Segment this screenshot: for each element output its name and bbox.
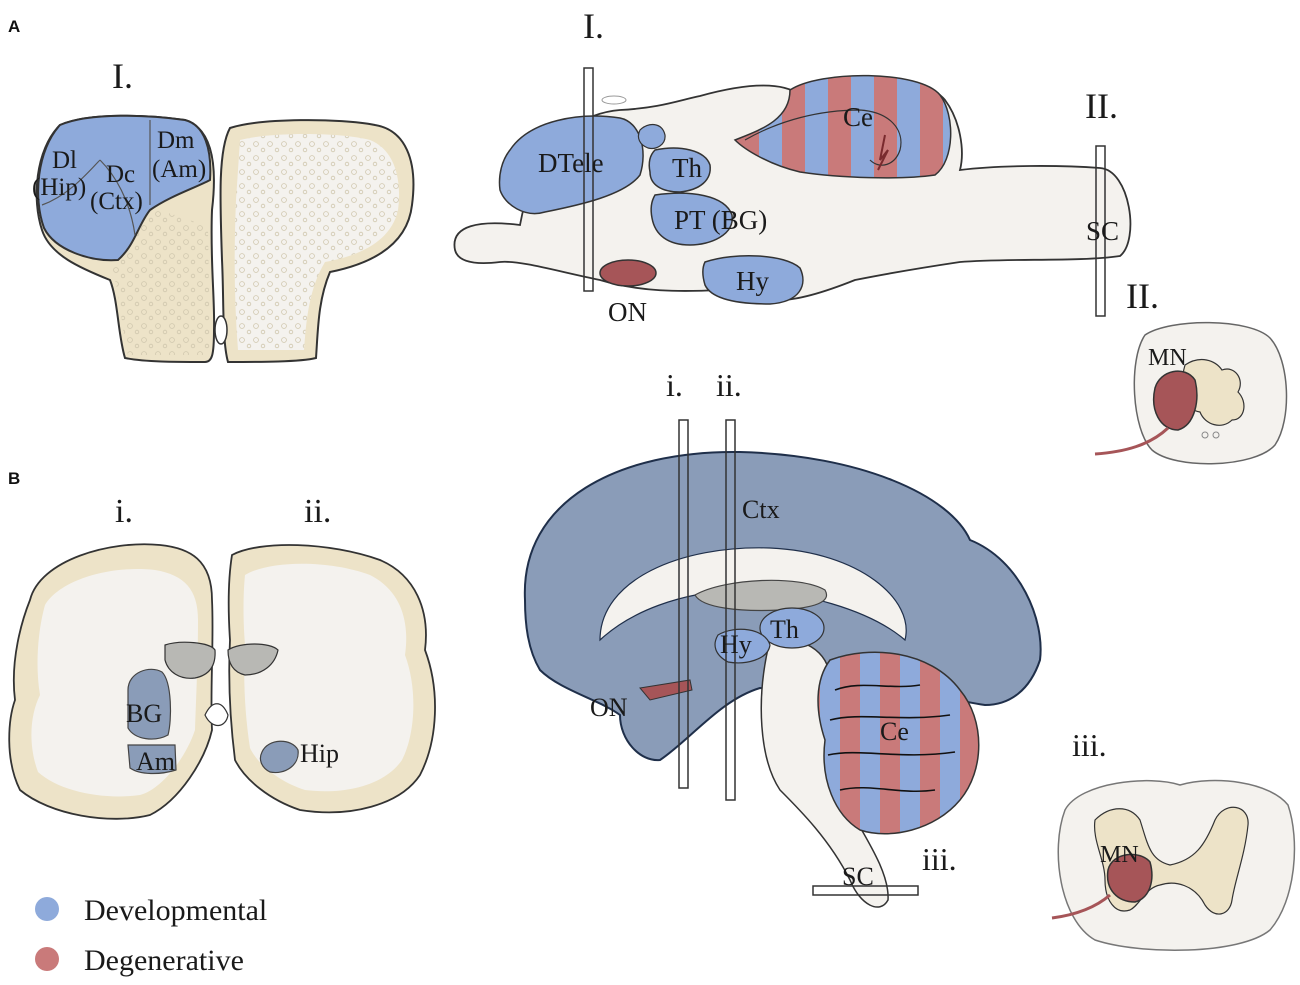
sagittal-title-ii: II. bbox=[1085, 86, 1118, 126]
section-bar-ii-human bbox=[725, 419, 736, 801]
hy-developmental-region bbox=[702, 255, 804, 305]
hy-developmental-human bbox=[714, 628, 771, 664]
dc-boundary bbox=[99, 159, 136, 236]
right-hemisphere-texture bbox=[234, 134, 400, 350]
pallium-developmental-region bbox=[37, 114, 212, 262]
label-ce-zebrafish: Ce bbox=[843, 102, 873, 132]
label-th-human: Th bbox=[770, 615, 799, 644]
panel-letter-b: B bbox=[8, 469, 20, 488]
label-dm: Dm bbox=[157, 127, 195, 154]
legend-dot-degenerative bbox=[35, 947, 59, 971]
ce-lesion-mark bbox=[877, 134, 889, 171]
coronal-title-i-human: i. bbox=[115, 493, 133, 530]
motor-axon bbox=[1094, 426, 1170, 456]
label-th-zebrafish: Th bbox=[672, 153, 702, 183]
human-right-white-matter bbox=[243, 563, 414, 792]
label-hy-zebrafish: Hy bbox=[736, 266, 769, 296]
legend-dot-developmental bbox=[35, 897, 59, 921]
dl-boundary bbox=[41, 159, 101, 206]
label-ctx-zebrafish: (Ctx) bbox=[90, 188, 143, 215]
label-hy-human: Hy bbox=[720, 630, 752, 659]
label-ctx-human: Ctx bbox=[742, 495, 780, 524]
label-bg-human: BG bbox=[126, 699, 162, 728]
midline-notch bbox=[204, 703, 229, 727]
label-mn-human: MN bbox=[1100, 842, 1139, 868]
human-coronal-sections: i. ii. BG Am Hip bbox=[8, 493, 436, 820]
human-spinal-mn-degenerative bbox=[1106, 853, 1153, 903]
human-motor-axon bbox=[1051, 893, 1111, 920]
human-left-white-matter bbox=[31, 569, 199, 797]
zebrafish-spinal-cord: II. MN bbox=[1094, 276, 1288, 465]
section-bar-ii bbox=[1095, 145, 1106, 317]
spinal-dot-1 bbox=[1201, 431, 1209, 439]
legend-label-degenerative: Degenerative bbox=[84, 944, 244, 977]
spinal-title-ii: II. bbox=[1126, 276, 1159, 316]
midline-ventricle bbox=[214, 315, 228, 345]
legend: Developmental Degenerative bbox=[35, 894, 267, 977]
coronal-title-i: I. bbox=[112, 56, 133, 96]
left-hemisphere-texture bbox=[112, 200, 210, 355]
label-hip-zebrafish: (Hip) bbox=[32, 174, 86, 201]
ce-folia-lines bbox=[827, 684, 956, 793]
spinal-title-iii: iii. bbox=[1072, 727, 1107, 763]
label-dtele: DTele bbox=[538, 148, 604, 178]
ce-fold-line bbox=[744, 109, 902, 166]
panel-letter-a: A bbox=[8, 17, 20, 36]
label-pt-bg: PT (BG) bbox=[674, 205, 767, 235]
section-bar-i-human bbox=[678, 419, 689, 789]
bg-developmental-region bbox=[127, 668, 172, 740]
label-am-human: Am bbox=[136, 747, 175, 776]
sagittal-title-i-human: i. bbox=[666, 367, 683, 403]
am-developmental-region bbox=[127, 744, 177, 775]
label-dc: Dc bbox=[106, 161, 135, 188]
sagittal-title-ii-human: ii. bbox=[716, 367, 742, 403]
label-sc-human: SC bbox=[842, 862, 874, 891]
human-sagittal-brain: i. ii. iii. Ctx Th Hy ON Ce SC bbox=[523, 367, 1042, 908]
section-bar-i bbox=[583, 67, 594, 292]
sagittal-title-i: I. bbox=[583, 6, 604, 46]
human-spinal-cord: iii. MN bbox=[1051, 727, 1296, 951]
label-mn-zebrafish: MN bbox=[1148, 345, 1187, 371]
dtele-developmental-region bbox=[498, 115, 644, 215]
legend-label-developmental: Developmental bbox=[84, 894, 267, 927]
right-lateral-ventricle bbox=[227, 643, 279, 676]
label-am-zebrafish: (Am) bbox=[152, 156, 206, 183]
ce-mixed-region bbox=[733, 74, 952, 179]
zebrafish-sagittal-brain: I. II. DTele Th PT (BG) Ce SC Hy ON bbox=[453, 6, 1132, 327]
label-on-zebrafish: ON bbox=[608, 297, 647, 327]
pt-developmental-region bbox=[650, 192, 733, 246]
on-degenerative-region bbox=[599, 259, 657, 287]
th-developmental-human bbox=[759, 607, 825, 649]
th-small-nucleus bbox=[637, 124, 666, 150]
label-hip-human: Hip bbox=[300, 739, 339, 768]
spinal-dot-2 bbox=[1212, 431, 1220, 439]
label-sc-zebrafish: SC bbox=[1086, 216, 1119, 246]
hip-developmental-region bbox=[259, 740, 299, 774]
small-outline-nucleus bbox=[601, 95, 627, 105]
spinal-mn-degenerative bbox=[1153, 370, 1198, 431]
spinal-gray-matter bbox=[1181, 358, 1245, 426]
left-lateral-ventricle bbox=[164, 641, 216, 679]
label-dl: Dl bbox=[52, 147, 77, 174]
section-bar-iii-human bbox=[812, 885, 919, 896]
th-developmental-region bbox=[648, 147, 711, 193]
sagittal-title-iii-human: iii. bbox=[922, 841, 957, 877]
label-ce-human: Ce bbox=[880, 717, 909, 746]
label-on-human: ON bbox=[590, 693, 628, 722]
zebrafish-coronal-section: I. Dl (Hip) Dc (Ctx) Dm (Am) bbox=[32, 56, 415, 364]
coronal-title-ii-human: ii. bbox=[304, 493, 331, 530]
